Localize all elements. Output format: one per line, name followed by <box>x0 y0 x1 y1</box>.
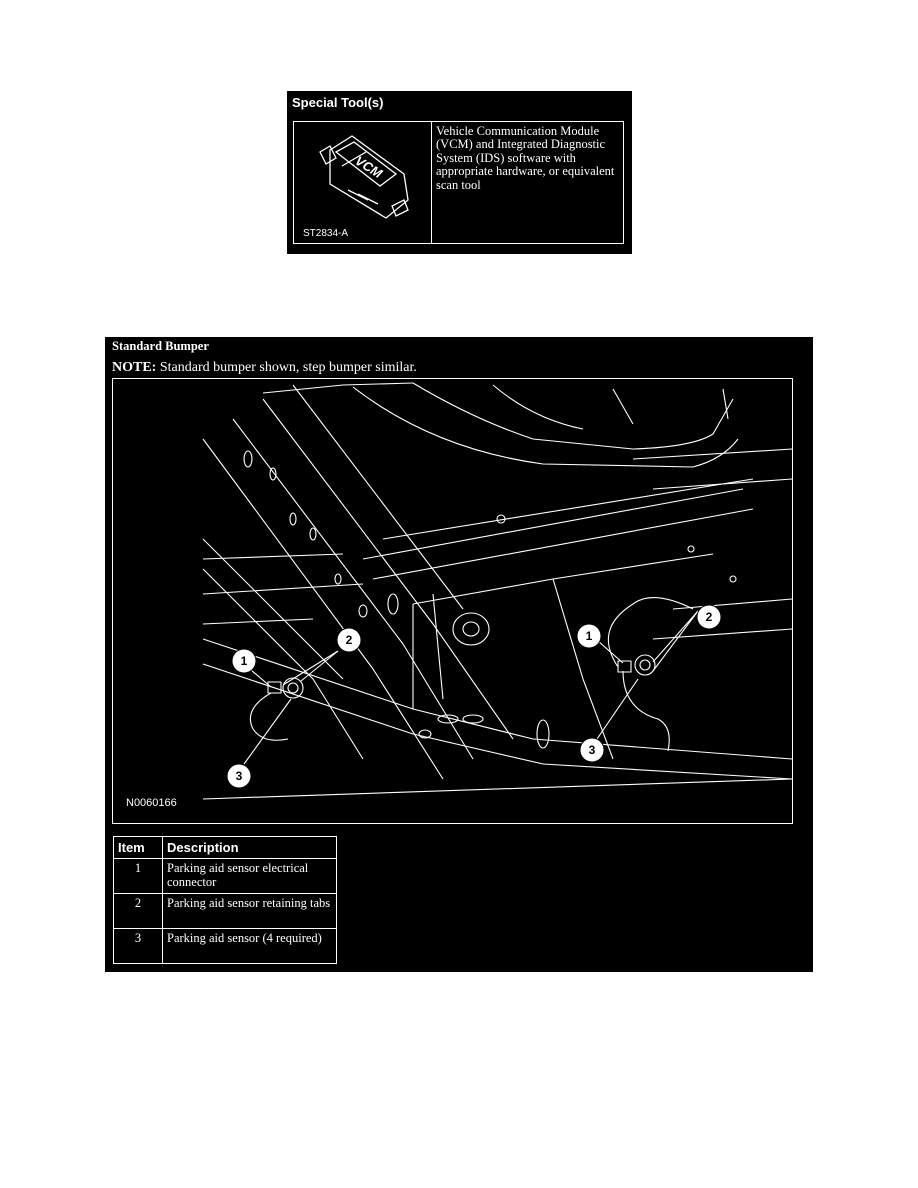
standard-bumper-panel: Standard Bumper NOTE: Standard bumper sh… <box>105 337 813 972</box>
item-number: 2 <box>113 893 163 929</box>
table-row: 3 Parking aid sensor (4 required) <box>113 928 337 964</box>
item-number: 1 <box>113 858 163 894</box>
callout-2-left: 2 <box>346 633 353 647</box>
item-number: 3 <box>113 928 163 964</box>
special-tool-box: Special Tool(s) VCM ST2834-A Vehicle Com… <box>287 91 632 254</box>
table-row: 2 Parking aid sensor retaining tabs <box>113 893 337 929</box>
table-row: 1 Parking aid sensor electrical connecto… <box>113 858 337 894</box>
item-description: Parking aid sensor (4 required) <box>162 928 337 964</box>
legend-header-row: Item Description <box>113 836 337 859</box>
note-label: NOTE: <box>112 360 157 375</box>
item-description: Parking aid sensor retaining tabs <box>162 893 337 929</box>
special-tool-title: Special Tool(s) <box>292 95 384 110</box>
legend-table: Item Description 1 Parking aid sensor el… <box>113 836 337 964</box>
special-tool-frame: VCM ST2834-A Vehicle Communication Modul… <box>293 121 624 244</box>
note-line: NOTE: Standard bumper shown, step bumper… <box>112 360 417 376</box>
vcm-device-illustration: VCM <box>319 135 409 219</box>
callout-3-right: 3 <box>589 743 596 757</box>
callout-2-right: 2 <box>706 610 713 624</box>
callout-1-right: 1 <box>586 629 593 643</box>
callout-3-left: 3 <box>236 769 243 783</box>
header-item: Item <box>113 836 163 859</box>
tool-column-divider <box>431 122 432 243</box>
header-description: Description <box>162 836 337 859</box>
tool-code: ST2834-A <box>303 228 349 239</box>
diagram-code: N0060166 <box>126 797 177 809</box>
bumper-line-drawing: 1 2 3 1 2 3 <box>202 382 792 800</box>
bumper-diagram: 1 2 3 1 2 3 N0060166 <box>112 378 793 824</box>
callout-1-left: 1 <box>241 654 248 668</box>
item-description: Parking aid sensor electrical connector <box>162 858 337 894</box>
section-heading: Standard Bumper <box>112 339 209 353</box>
note-text: Standard bumper shown, step bumper simil… <box>156 360 417 375</box>
tool-description: Vehicle Communication Module (VCM) and I… <box>436 124 615 192</box>
